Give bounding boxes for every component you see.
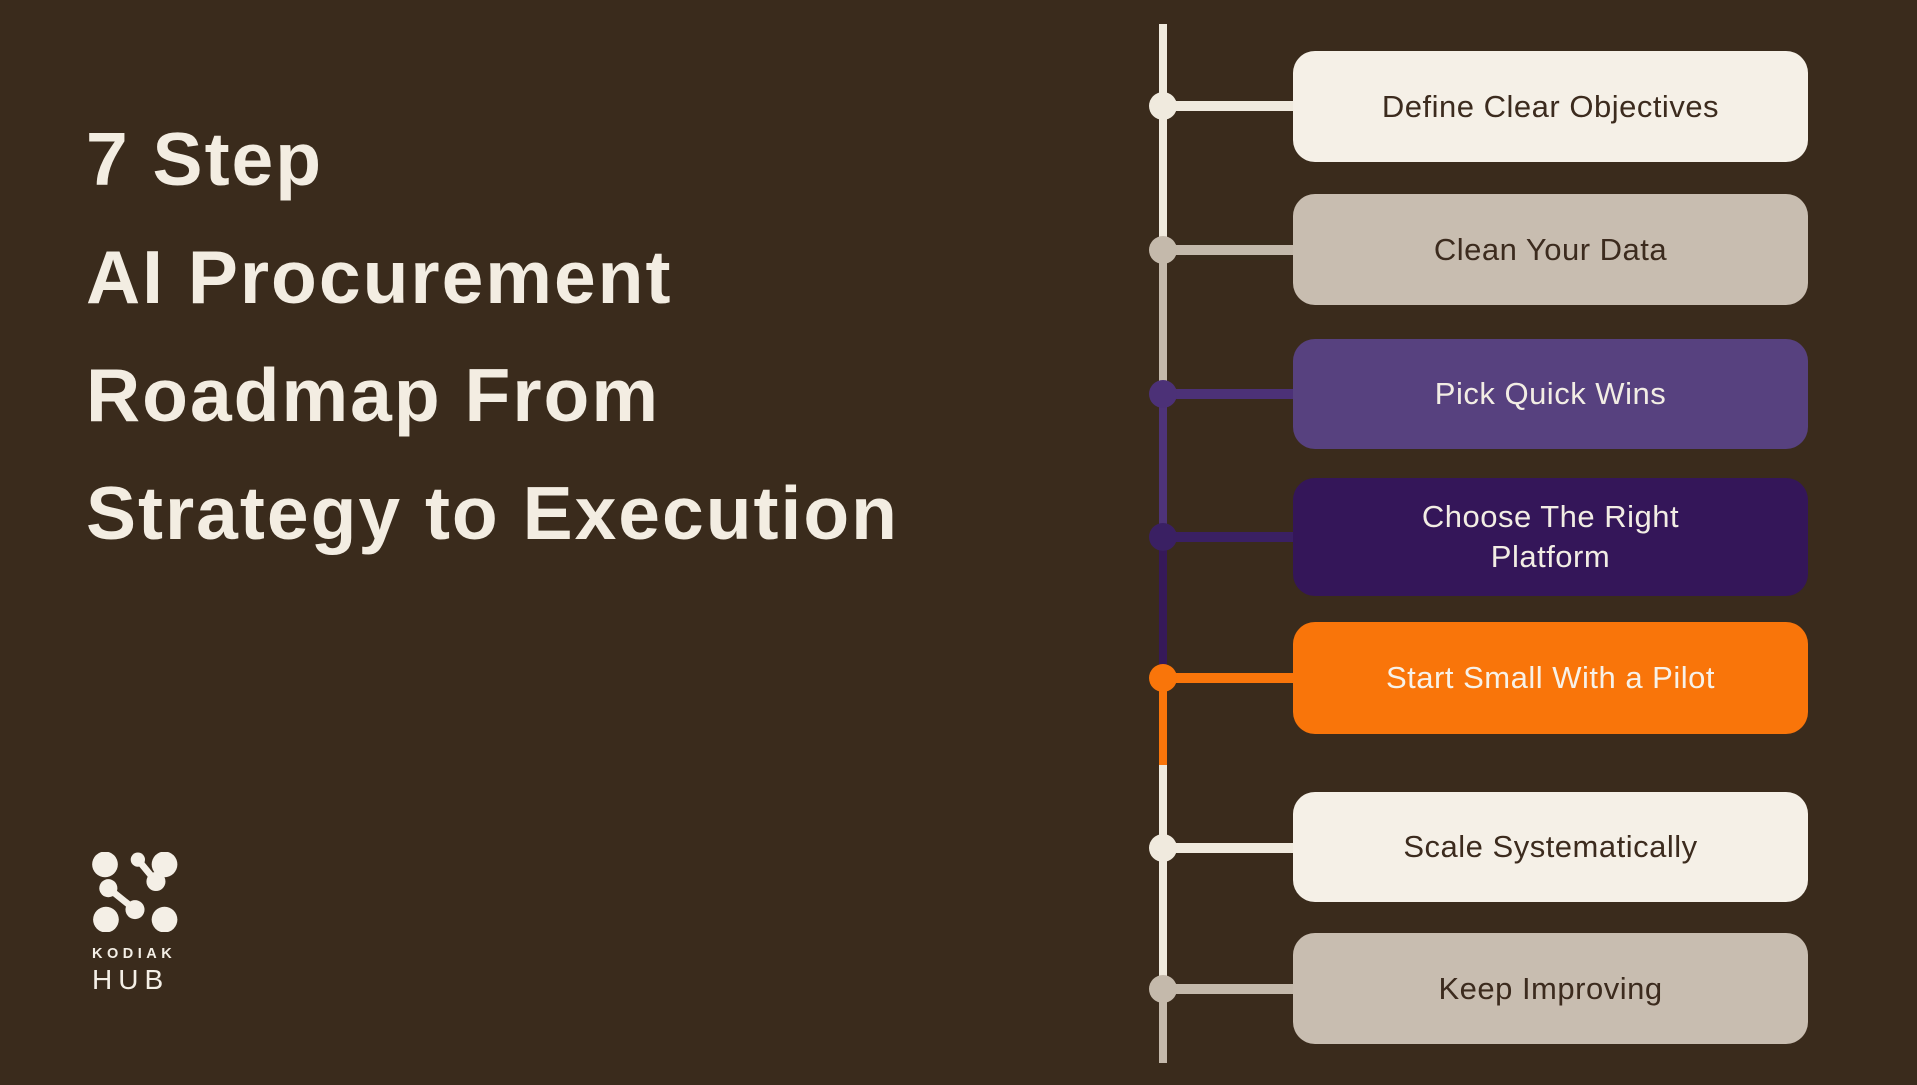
timeline-node-3 [1149,380,1177,408]
step-box-scale-systematically: Scale Systematically [1293,792,1808,902]
timeline-node-1 [1149,92,1177,120]
timeline-node-4 [1149,523,1177,551]
timeline-segment-6 [1159,765,1167,989]
title-line-2: AI Procurement [86,235,673,319]
step-label-3: Pick Quick Wins [1434,376,1667,411]
step-label-7: Keep Improving [1438,970,1663,1006]
timeline-segment-1 [1159,24,1167,250]
logo-brand-hub: HUB [92,964,170,995]
title-line-1: 7 Step [86,117,324,201]
kodiak-hub-molecule-icon [92,852,178,932]
timeline-segment-7 [1159,989,1167,1063]
title-line-4: Strategy to Execution [86,471,899,555]
timeline-segment-3 [1159,394,1167,537]
timeline-segment-2 [1159,250,1167,394]
timeline-connector-4 [1163,532,1295,542]
timeline-connector-6 [1163,843,1295,853]
page-title: 7 Step AI Procurement Roadmap From Strat… [86,100,899,572]
step-label-2: Clean Your Data [1433,231,1668,267]
step-box-start-small-with-a-pilot: Start Small With a Pilot [1293,622,1808,734]
step-label-1: Define Clear Objectives [1381,88,1720,124]
timeline-connector-1 [1163,101,1295,111]
title-line-3: Roadmap From [86,353,661,437]
timeline-node-2 [1149,236,1177,264]
timeline-segment-5 [1159,678,1167,765]
step-box-choose-the-right-platform: Choose The Right Platform [1293,478,1808,596]
kodiak-hub-logo: KODIAK HUB [92,852,212,996]
step-box-keep-improving: Keep Improving [1293,933,1808,1044]
timeline-node-6 [1149,834,1177,862]
step-label-6: Scale Systematically [1403,829,1698,864]
timeline-connector-5 [1163,673,1295,683]
timeline-node-5 [1149,664,1177,692]
timeline-node-7 [1149,975,1177,1003]
timeline-connector-3 [1163,389,1295,399]
timeline-connector-2 [1163,245,1295,255]
step-box-define-clear-objectives: Define Clear Objectives [1293,51,1808,162]
step-label-4: Choose The Right Platform [1421,499,1680,574]
timeline-connector-7 [1163,984,1295,994]
step-box-pick-quick-wins: Pick Quick Wins [1293,339,1808,449]
step-box-clean-your-data: Clean Your Data [1293,194,1808,305]
timeline-segment-4 [1159,537,1167,678]
step-label-5: Start Small With a Pilot [1386,660,1715,695]
logo-brand-kodiak: KODIAK [92,946,177,962]
